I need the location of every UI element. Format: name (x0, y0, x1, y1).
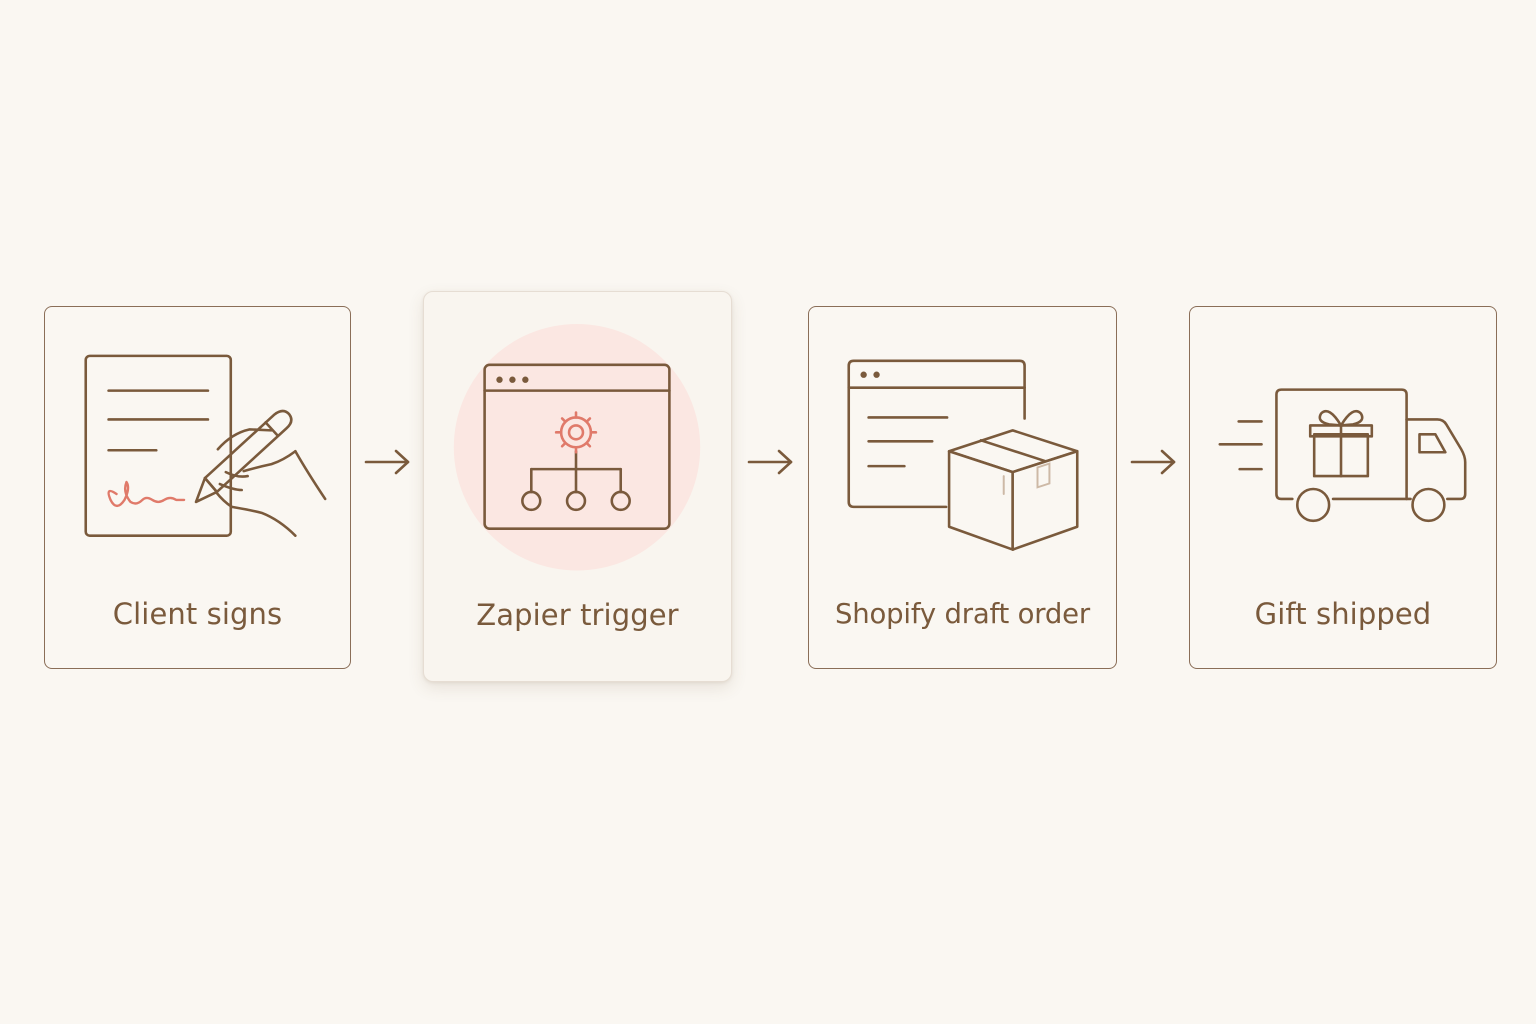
arrow-right-icon (364, 449, 410, 475)
step-card-client-signs: Client signs (44, 306, 351, 669)
arrow-right-icon (1130, 449, 1176, 475)
delivery-truck-gift-icon (1218, 388, 1467, 523)
workflow-gear-icon (453, 324, 701, 571)
step-label: Gift shipped (1254, 597, 1432, 631)
step-card-zapier-trigger: Zapier trigger (423, 291, 732, 682)
arrow-right-icon (747, 449, 793, 475)
step-label: Client signs (112, 597, 283, 631)
browser-package-icon (847, 359, 1079, 551)
step-card-gift-shipped: Gift shipped (1189, 306, 1497, 669)
step-card-shopify-draft-order: Shopify draft order (808, 306, 1117, 669)
step-label: Zapier trigger (476, 598, 679, 632)
step-label: Shopify draft order (835, 598, 1090, 630)
signing-document-icon (84, 354, 327, 537)
